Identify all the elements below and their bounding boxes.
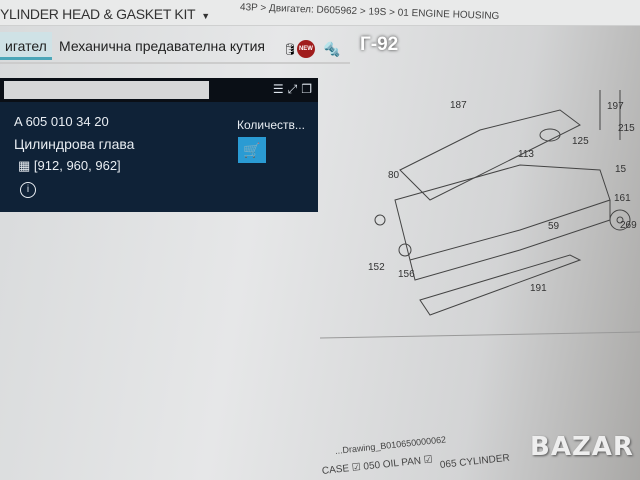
search-input[interactable]: [4, 81, 209, 99]
assembly-select-value: YLINDER HEAD & GASKET KIT: [0, 6, 196, 22]
callout-label[interactable]: 59: [548, 221, 560, 232]
part-panel: ☰ ⤢ ❐ A 605 010 34 20 Цилиндрова глава ▦…: [0, 78, 318, 212]
callout-label[interactable]: 187: [450, 100, 467, 111]
tab-bar: игател Механична предавателна кутия: [0, 30, 350, 64]
callout-label[interactable]: 125: [572, 136, 589, 147]
new-badge: NEW: [296, 40, 315, 58]
callout-label[interactable]: 152: [368, 262, 385, 273]
top-bar: [0, 0, 640, 26]
cylinder-head-drawing: [320, 90, 640, 339]
quantity-label: Количеств...: [237, 118, 305, 132]
add-to-cart-button[interactable]: 🛒: [238, 137, 266, 163]
calendar-icon: ▦: [18, 158, 31, 173]
breadcrumb-item[interactable]: 43P: [239, 2, 258, 14]
bazar-logo: BAZAR: [530, 432, 634, 462]
callout-label[interactable]: 15: [615, 164, 627, 175]
tab-gearbox[interactable]: Механична предавателна кутия: [59, 38, 265, 54]
group-link-oil-pan[interactable]: CASE ☑ 050 OIL PAN ☑: [321, 454, 434, 477]
callout-label[interactable]: 215: [618, 123, 635, 134]
info-icon[interactable]: i: [20, 182, 36, 198]
group-link-cylinder[interactable]: 065 CYLINDER: [439, 452, 511, 471]
drawing-id: ...Drawing_B010650000062: [334, 434, 447, 456]
model-codes: [912, 960, 962]: [33, 158, 121, 173]
callout-label[interactable]: 113: [518, 149, 534, 160]
callout-label[interactable]: 156: [398, 269, 415, 280]
tab-icons: 🛢NEW 🔩: [283, 40, 340, 58]
expand-icon[interactable]: ⤢: [287, 82, 298, 96]
panel-toolbar: ☰ ⤢ ❐: [0, 78, 318, 102]
list-icon[interactable]: ☰: [272, 82, 284, 96]
breadcrumb-item[interactable]: 19S: [368, 6, 387, 19]
callout-label[interactable]: 269: [620, 220, 637, 231]
callout-label[interactable]: 161: [614, 193, 631, 204]
listing-watermark: Г-92: [360, 34, 399, 55]
cart-icon: 🛒: [243, 142, 261, 158]
assembly-select[interactable]: YLINDER HEAD & GASKET KIT ▼: [0, 6, 210, 22]
tab-engine[interactable]: игател: [0, 32, 52, 60]
chevron-down-icon: ▼: [201, 11, 210, 21]
new-items-button[interactable]: 🛢NEW: [283, 40, 315, 58]
bottle-icon: 🛢: [283, 43, 297, 56]
callout-label[interactable]: 197: [607, 101, 624, 112]
copy-icon[interactable]: ❐: [301, 82, 312, 96]
parts-diagram[interactable]: 187 197 215 125 113 15 161 269 59 80 152…: [320, 70, 640, 340]
bolt-icon[interactable]: 🔩: [322, 40, 341, 57]
part-number: A 605 010 34 20: [14, 114, 109, 129]
callout-label[interactable]: 80: [388, 170, 400, 181]
part-name: Цилиндрова глава: [14, 136, 135, 152]
callout-label[interactable]: 191: [530, 283, 547, 294]
